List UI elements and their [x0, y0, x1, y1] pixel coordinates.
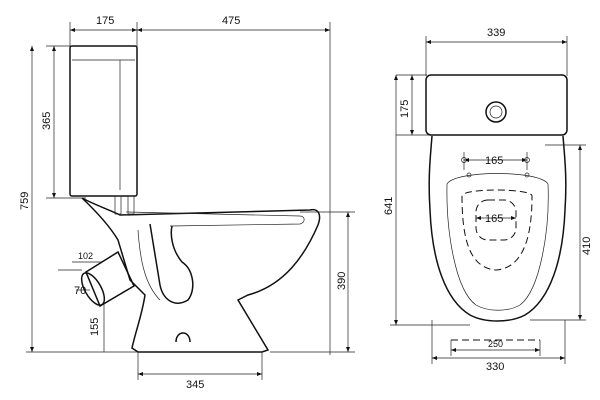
side-dimension-lines [26, 22, 355, 380]
dim-inlet-diameter: 102 [78, 251, 93, 261]
top-dimension-lines [390, 36, 586, 364]
dim-outlet-diameter: 70 [74, 285, 86, 297]
dim-floor-to-outlet: 155 [89, 318, 101, 336]
side-arrowheads [30, 28, 350, 376]
dim-tank-width: 175 [96, 15, 114, 27]
dim-top-tank-depth: 175 [399, 100, 411, 118]
dim-seat-ring: 165 [485, 213, 503, 225]
trap-channel [149, 223, 194, 304]
tank-top [425, 74, 568, 136]
cistern-tank [69, 45, 138, 197]
bowl-top-outline [428, 135, 567, 322]
dim-base-outer: 330 [486, 361, 504, 373]
dim-base-inner: 250 [488, 339, 503, 349]
dim-top-width: 339 [487, 27, 505, 39]
dim-tank-height: 365 [41, 112, 53, 130]
dim-bowl-length: 410 [581, 237, 593, 255]
top-arrowheads [394, 40, 582, 360]
dim-base-width: 345 [186, 379, 204, 391]
top-view: 339 175 641 165 165 410 250 330 [383, 27, 593, 373]
dim-depth: 475 [222, 15, 240, 27]
dim-total-height: 759 [19, 192, 31, 210]
bowl-outline [81, 197, 321, 353]
flush-button [485, 101, 507, 123]
side-view: 175 475 365 759 390 102 70 155 345 [19, 15, 355, 391]
dim-top-length: 641 [383, 197, 395, 215]
dim-outlet-height: 390 [336, 272, 348, 290]
outlet-pipe [58, 250, 135, 308]
dim-mount-spacing: 165 [485, 155, 503, 167]
